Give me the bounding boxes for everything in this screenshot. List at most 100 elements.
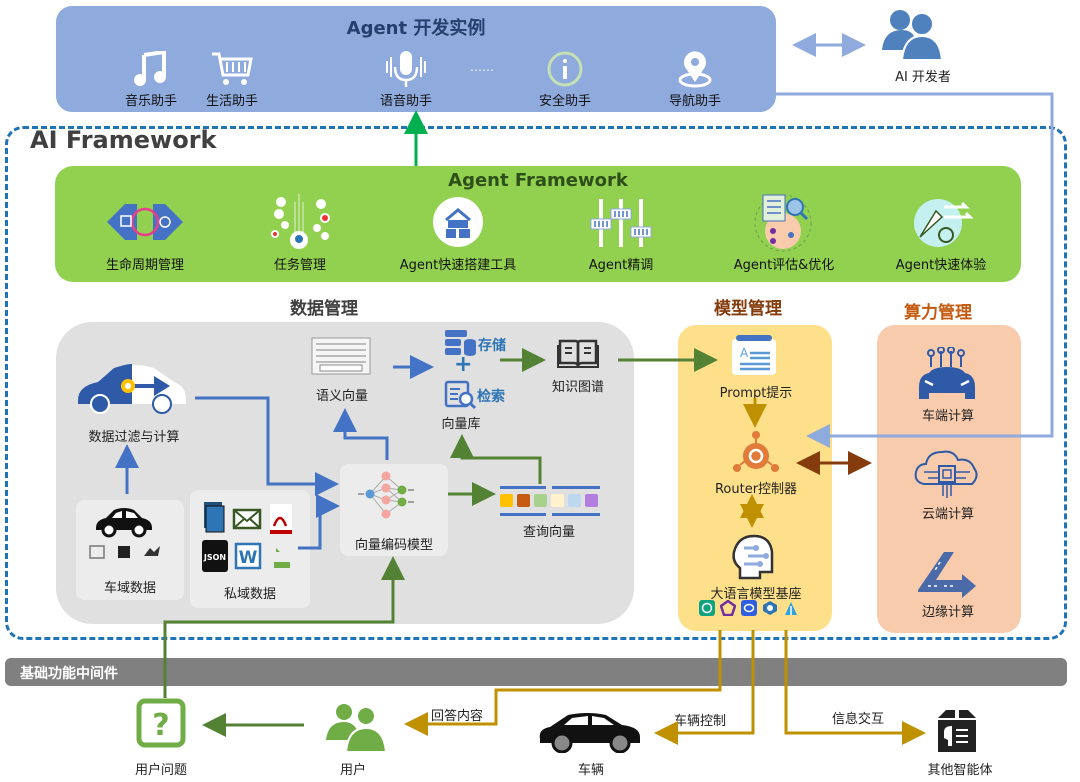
knowledge-graph-label: 知识图谱	[551, 380, 604, 395]
model-logo-3-icon	[741, 600, 757, 616]
cloud-chip-icon	[912, 446, 982, 506]
plus-sign: +	[454, 352, 473, 377]
encoder-model-panel	[340, 464, 448, 556]
dev-item-security[interactable]: 安全助手	[520, 50, 610, 109]
other-agents-icon	[934, 708, 980, 758]
prompt-label: Prompt提示	[719, 386, 793, 401]
data-filter-car-icon	[74, 360, 188, 424]
location-pin-icon	[650, 50, 740, 88]
neural-network-icon	[356, 470, 420, 534]
query-vector-cell	[534, 494, 547, 507]
question-icon[interactable]: ?	[136, 698, 186, 752]
dev-item-label: 导航助手	[668, 94, 721, 109]
vehicle-icon	[536, 709, 644, 757]
svg-text:?: ?	[152, 708, 169, 743]
encoder-model-label: 向量编码模型	[354, 538, 433, 553]
data-management-title: 数据管理	[290, 299, 358, 319]
chatgpt-logo-icon	[699, 600, 715, 616]
users-icon	[880, 6, 946, 64]
info-exchange-label: 信息交互	[831, 712, 884, 727]
compute-item-label: 车端计算	[921, 409, 974, 424]
query-vector-cell	[517, 494, 530, 507]
query-vector-icon	[498, 484, 602, 520]
data-filter-label: 数据过滤与计算	[88, 430, 180, 445]
vehicle-data-car-icon	[92, 506, 154, 542]
fw-item-label: 生命周期管理	[105, 258, 184, 273]
retrieval-label: 检索	[477, 389, 505, 405]
fw-item-label: Agent快速搭建工具	[399, 258, 517, 273]
dev-item-music[interactable]: 音乐助手	[106, 50, 196, 109]
svg-text:A: A	[740, 346, 749, 360]
dev-item-label: 音乐助手	[124, 94, 177, 109]
microphone-icon	[361, 50, 451, 88]
fw-item-label: Agent精调	[588, 258, 654, 273]
edge-road-icon	[914, 548, 980, 602]
query-vector-cell	[568, 494, 581, 507]
word-file-icon: W	[239, 548, 258, 568]
fw-item-evaluate[interactable]: Agent评估&优化	[709, 192, 859, 273]
info-icon	[520, 50, 610, 88]
agent-dev-examples-panel	[56, 6, 776, 112]
rocket-icon	[866, 192, 1016, 252]
dev-item-label: 语音助手	[379, 94, 432, 109]
query-vector-label: 查询向量	[522, 525, 575, 540]
llm-logos	[699, 600, 799, 616]
router-label: Router控制器	[714, 482, 798, 497]
build-tool-icon	[383, 192, 533, 252]
ai-framework-title: AI Framework	[30, 126, 217, 154]
shopping-cart-icon	[187, 50, 277, 88]
fw-item-lifecycle[interactable]: 生命周期管理	[70, 192, 220, 273]
middleware-bar	[5, 658, 1067, 686]
music-note-icon	[106, 50, 196, 88]
answer-label: 回答内容	[430, 709, 483, 724]
dev-item-voice[interactable]: 语音助手	[361, 50, 451, 109]
agent-framework-title: Agent Framework	[448, 170, 628, 191]
vector-db-label: 向量库	[441, 417, 481, 432]
dev-item-navigation[interactable]: 导航助手	[650, 50, 740, 109]
car-chip-icon	[915, 346, 979, 407]
user-icon	[324, 702, 390, 756]
dev-item-label: 生活助手	[205, 94, 258, 109]
fw-item-label: Agent评估&优化	[733, 258, 835, 273]
user-question-label: 用户问题	[134, 763, 187, 778]
fw-item-task[interactable]: 任务管理	[225, 192, 375, 273]
dev-item-life[interactable]: 生活助手	[187, 50, 277, 109]
semantic-vector-icon	[310, 336, 372, 380]
user-label: 用户	[339, 763, 366, 778]
private-data-label: 私域数据	[223, 587, 276, 602]
other-agents-label: 其他智能体	[927, 763, 993, 778]
model-management-title: 模型管理	[714, 299, 782, 319]
agent-dev-examples-title: Agent 开发实例	[346, 18, 486, 39]
fw-item-label: 任务管理	[273, 258, 326, 273]
compute-management-title: 算力管理	[904, 303, 972, 323]
semantic-vector-label: 语义向量	[315, 389, 368, 404]
retrieval-icon	[444, 380, 478, 414]
llm-base-label: 大语言模型基座	[710, 587, 802, 602]
ai-developer-label: AI 开发者	[895, 70, 951, 85]
fw-item-finetune[interactable]: Agent精调	[546, 192, 696, 273]
storage-icon	[443, 328, 477, 360]
lifecycle-icon	[70, 192, 220, 252]
query-vector-cell	[500, 494, 513, 507]
evaluate-icon	[709, 192, 859, 252]
compute-item-label: 云端计算	[921, 507, 974, 522]
router-icon	[731, 430, 781, 478]
middleware-label: 基础功能中间件	[20, 666, 118, 682]
sliders-icon	[546, 192, 696, 252]
model-logo-4-icon	[763, 601, 777, 615]
book-icon	[556, 337, 600, 375]
prompt-doc-icon: A	[730, 333, 778, 381]
query-vector-cell	[551, 494, 564, 507]
fw-item-build-tool[interactable]: Agent快速搭建工具	[383, 192, 533, 273]
vehicle-label: 车辆	[577, 763, 604, 778]
model-logo-5-icon	[785, 602, 797, 615]
storage-label: 存储	[478, 338, 506, 354]
fw-item-experience[interactable]: Agent快速体验	[866, 192, 1016, 273]
more-ellipsis: ……	[470, 60, 494, 74]
vehicle-data-sources-icon	[88, 542, 164, 566]
compute-item-label: 边缘计算	[921, 605, 974, 620]
model-logo-2-icon	[720, 600, 736, 616]
llm-head-icon	[730, 532, 776, 586]
fw-item-label: Agent快速体验	[895, 258, 987, 273]
